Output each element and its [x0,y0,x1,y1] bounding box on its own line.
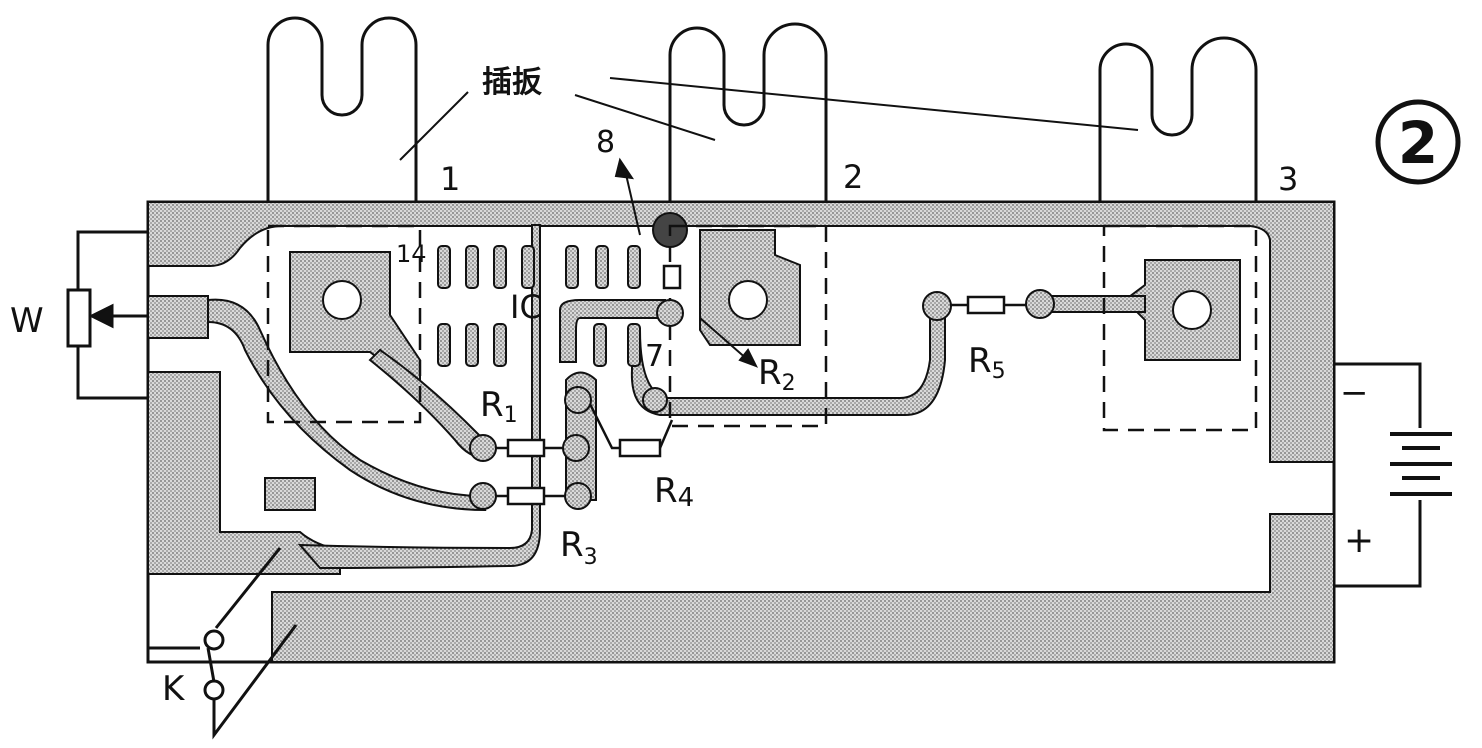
mounting-hole-1 [322,280,362,320]
ic-pins [437,245,641,367]
ic-pin-top-1 [437,245,451,289]
relay-footprint-3 [1102,224,1258,432]
mounting-hole-2 [728,280,768,320]
label-r1: R1 [480,385,518,428]
label-r3: R3 [560,525,598,570]
label-potentiometer-w: W [10,301,44,341]
label-switch-k: K [162,669,186,709]
label-pin-14: 14 [396,240,427,268]
trace-w-to-r3 [207,298,487,512]
solder-pad-r2 [656,299,684,327]
trace-gnd-to-ic [297,224,541,570]
ic-pin-top-4 [521,245,535,289]
resistors [496,264,1026,506]
solder-pad-r4 [564,386,592,414]
label-r2: R2 [758,353,796,396]
label-ic: IC [510,288,542,326]
solder-pad-pin7 [642,387,668,413]
left-mid-pad [147,295,209,339]
ic-pin-top-2 [465,245,479,289]
trace-r5-to-pad3 [1049,295,1146,313]
plug-board-fork-1 [266,16,418,205]
plug-board-fork-3 [1098,36,1258,205]
label-slot-2: 2 [843,158,863,196]
potentiometer-w [66,230,148,400]
battery [1334,362,1452,588]
resistor-r4 [618,438,662,458]
label-pin-8: 8 [596,125,615,160]
solder-pad-r1-left [469,434,497,462]
ic-pin-top-5 [565,245,579,289]
label-r4: R4 [654,471,694,513]
ic-pin-bottom-1 [437,323,451,367]
plug-board-fork-2 [668,22,828,205]
potentiometer-body [66,288,92,348]
ic-pin-bottom-5 [627,323,641,367]
resistor-r3 [506,486,546,506]
label-battery-minus: − [1340,373,1369,413]
label-slot-3: 3 [1278,160,1298,198]
trace-r2-ic [559,299,666,363]
label-slot-1: 1 [440,160,460,198]
solder-pads [469,289,1055,510]
solder-pad-r3-right [564,482,592,510]
ic-pin-top-7 [627,245,641,289]
ic-pin-top-3 [493,245,507,289]
label-battery-plus: + [1344,520,1374,561]
mounting-holes [322,280,1212,330]
mounting-hole-3 [1172,290,1212,330]
switch-contact-2 [203,679,225,701]
label-pin-7: 7 [645,339,664,374]
switch-k [146,547,298,740]
solder-pad-r1-right [562,434,590,462]
small-square-pad [264,477,316,511]
solder-pad-r5-right [1025,289,1055,319]
ic-pin-bottom-3 [493,323,507,367]
top-copper-strip [147,201,1335,463]
solder-pad-r5-left [922,291,952,321]
switch-contact-1 [203,629,225,651]
solder-pad-r3-left [469,482,497,510]
label-plug-board: 插扳 [482,65,543,100]
label-r5: R5 [968,341,1006,384]
resistor-r2 [662,264,682,290]
ic-pin-bottom-4 [593,323,607,367]
relay-footprint-1 [266,224,422,424]
ic-pin-bottom-2 [465,323,479,367]
leader-lines [399,77,1139,368]
figure-number: 2 [1398,109,1438,177]
resistor-r1 [506,438,546,458]
bottom-copper-strip [271,513,1335,663]
resistor-r5 [966,295,1006,315]
figure-number-badge: 2 [1375,99,1461,185]
ic-pin-top-6 [595,245,609,289]
plug-board-forks [266,16,1258,205]
